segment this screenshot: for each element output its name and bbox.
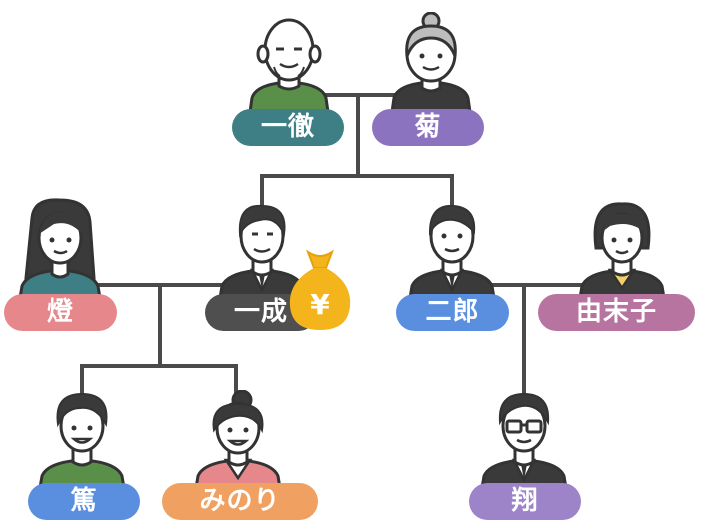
name-pill-kiku: 菊 — [372, 109, 484, 146]
young-man-avatar-icon — [38, 392, 126, 488]
woman-long-hair-avatar-icon — [18, 198, 102, 298]
name-pill-jiro: 二郎 — [396, 294, 509, 331]
name-pill-minori: みのり — [162, 483, 318, 520]
woman-short-hair-avatar-icon — [578, 202, 666, 298]
boy-glasses-avatar-icon — [480, 392, 568, 488]
grandfather-avatar-icon — [248, 18, 330, 112]
man-suit-avatar-icon — [218, 204, 306, 298]
money-bag-icon: ¥ — [289, 249, 351, 330]
name-pill-atsushi: 篤 — [28, 483, 140, 520]
name-pill-sho: 翔 — [469, 483, 581, 520]
man-suit-avatar-icon — [408, 204, 496, 298]
money-bag-yen-symbol: ¥ — [310, 288, 330, 321]
grandmother-avatar-icon — [390, 12, 472, 112]
name-pill-issei: 一徹 — [232, 109, 344, 146]
young-woman-avatar-icon — [194, 390, 282, 488]
name-pill-tomoshibi: 燈 — [4, 294, 117, 331]
name-pill-yumiko: 由末子 — [538, 294, 695, 331]
